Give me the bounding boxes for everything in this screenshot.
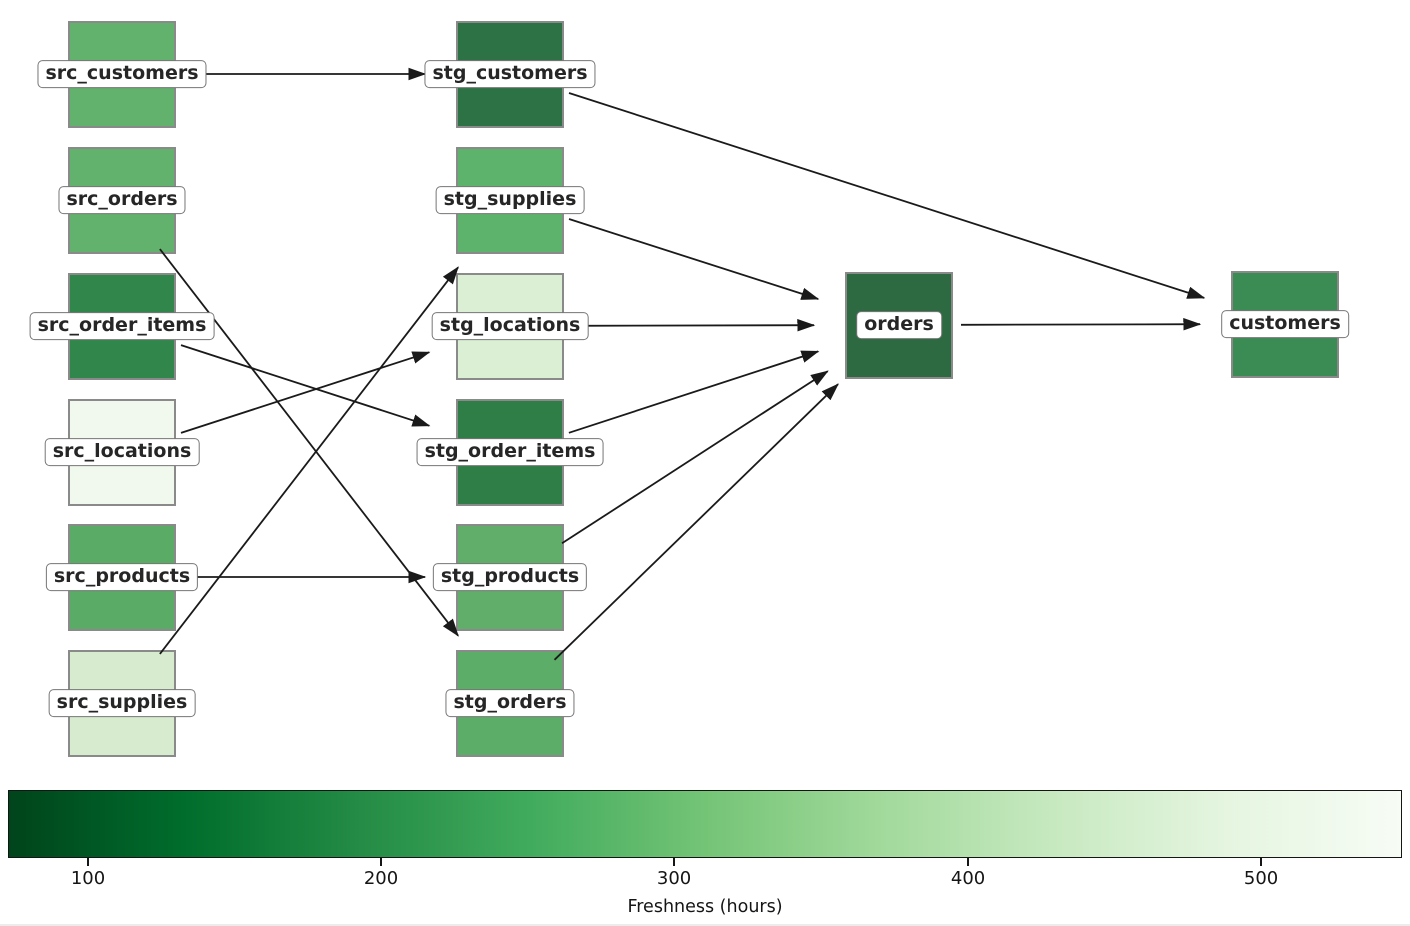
colorbar-tick-500 (1260, 858, 1263, 866)
colorbar-tick-200 (380, 858, 383, 866)
colorbar-ticklabel-300: 300 (656, 868, 692, 889)
colorbar-ticklabel-200: 200 (363, 868, 399, 889)
node-label-stg_order_items: stg_order_items (416, 438, 604, 466)
colorbar-axis-label: Freshness (hours) (627, 897, 783, 917)
node-label-stg_products: stg_products (432, 563, 588, 591)
node-label-src_products: src_products (45, 563, 199, 591)
colorbar-tick-300 (673, 858, 676, 866)
edge-stg_customers-to-customers (568, 92, 1206, 299)
edge-src_orders-to-stg_orders (159, 248, 459, 637)
node-label-src_order_items: src_order_items (29, 312, 215, 340)
node-label-src_supplies: src_supplies (48, 689, 196, 717)
edge-stg_order_items-to-orders (568, 350, 820, 434)
edge-src_locations-to-stg_locations (180, 351, 431, 434)
node-label-stg_supplies: stg_supplies (435, 186, 585, 214)
node-label-src_customers: src_customers (37, 60, 207, 88)
edge-stg_supplies-to-orders (568, 218, 820, 300)
node-label-stg_orders: stg_orders (445, 689, 575, 717)
colorbar-tick-100 (87, 858, 89, 866)
node-label-customers: customers (1221, 310, 1349, 338)
colorbar-ticklabel-100: 100 (70, 868, 106, 889)
freshness-colorbar (8, 790, 1402, 858)
edge-stg_locations-to-orders (571, 318, 816, 332)
edge-stg_orders-to-orders (553, 383, 839, 661)
colorbar-tick-400 (967, 858, 970, 866)
edge-src_order_items-to-stg_order_items (180, 344, 431, 427)
node-label-stg_locations: stg_locations (431, 312, 589, 340)
node-label-stg_customers: stg_customers (424, 60, 596, 88)
node-label-src_orders: src_orders (58, 186, 186, 214)
edge-orders-to-customers (960, 317, 1202, 331)
node-label-src_locations: src_locations (44, 438, 200, 466)
node-label-orders: orders (856, 311, 942, 339)
colorbar-ticklabel-400: 400 (950, 868, 986, 889)
colorbar-ticklabel-500: 500 (1243, 868, 1279, 889)
